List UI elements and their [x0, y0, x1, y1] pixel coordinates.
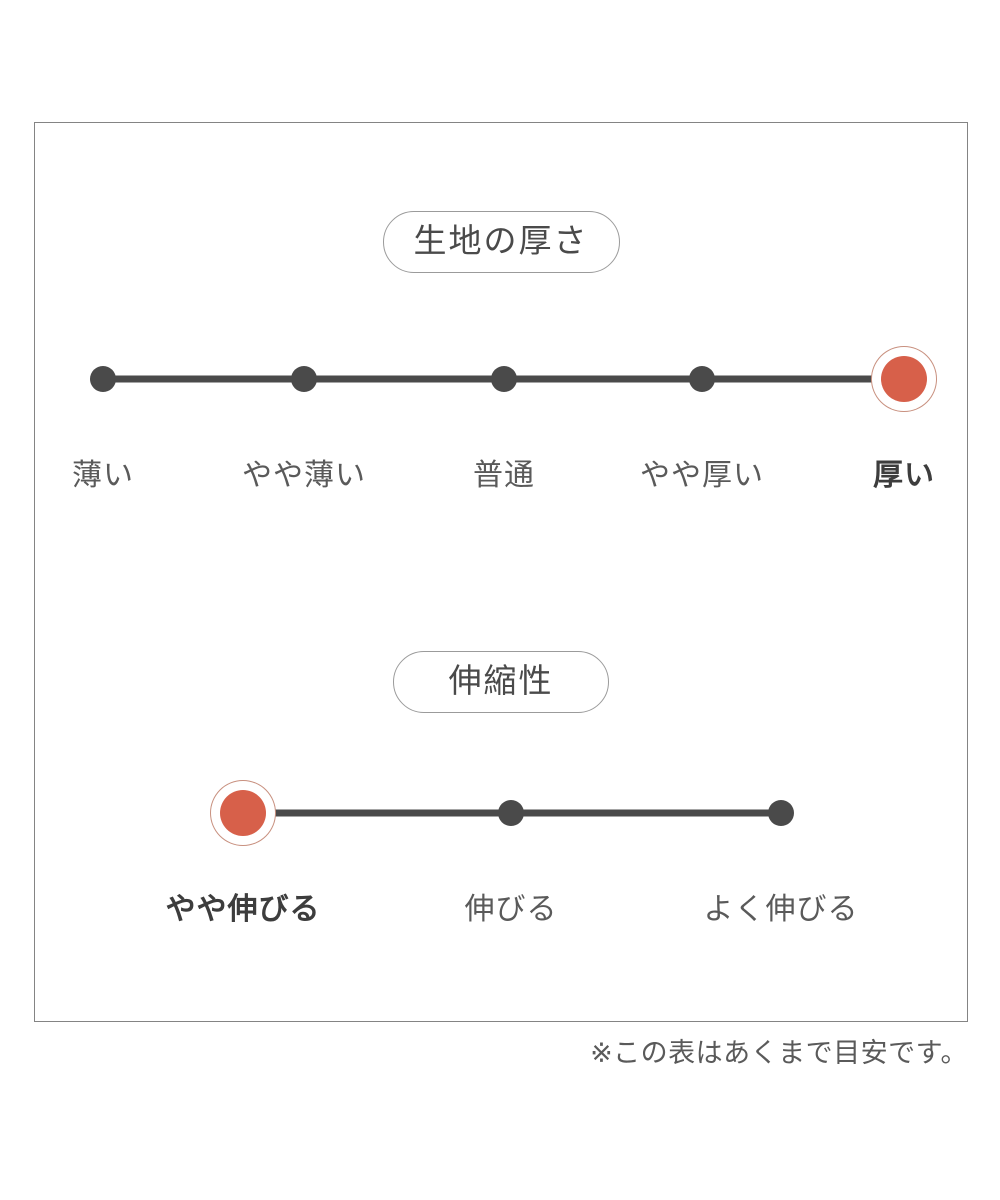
scale-node-thickness-5-selected[interactable] [881, 356, 927, 402]
tick-label-thickness-4: やや厚い [640, 458, 764, 493]
tick-label-thickness-2: やや薄い [242, 458, 366, 493]
scale-fabric-stretch: やや伸びる 伸びる よく伸びる [35, 790, 967, 943]
tick-label-stretch-3: よく伸びる [703, 892, 859, 927]
scale-node-stretch-3[interactable] [768, 800, 794, 826]
scale-node-thickness-3[interactable] [491, 366, 517, 392]
tick-label-thickness-5-selected: 厚い [873, 458, 935, 493]
tick-label-stretch-2: 伸びる [464, 892, 558, 927]
scale-node-stretch-1-selected[interactable] [220, 790, 266, 836]
scale-node-stretch-2[interactable] [498, 800, 524, 826]
tick-label-thickness-1: 薄い [72, 458, 134, 493]
badge-row-thickness: 生地の厚さ [35, 211, 967, 273]
scale-node-thickness-4[interactable] [689, 366, 715, 392]
scale-node-thickness-1[interactable] [90, 366, 116, 392]
tick-label-thickness-3: 普通 [473, 458, 535, 493]
chart-footnote: ※この表はあくまで目安です。 [590, 1038, 968, 1069]
scale-fabric-thickness: 薄い やや薄い 普通 やや厚い 厚い [35, 356, 967, 509]
badge-row-stretch: 伸縮性 [35, 651, 967, 713]
scale-node-thickness-2[interactable] [291, 366, 317, 392]
badge-fabric-thickness: 生地の厚さ [382, 211, 620, 273]
badge-fabric-stretch: 伸縮性 [393, 651, 609, 713]
spec-chart-frame: 生地の厚さ 薄い やや薄い 普通 やや厚い 厚い 伸縮性 やや伸びる [34, 122, 968, 1022]
tick-label-stretch-1-selected: やや伸びる [165, 892, 321, 927]
